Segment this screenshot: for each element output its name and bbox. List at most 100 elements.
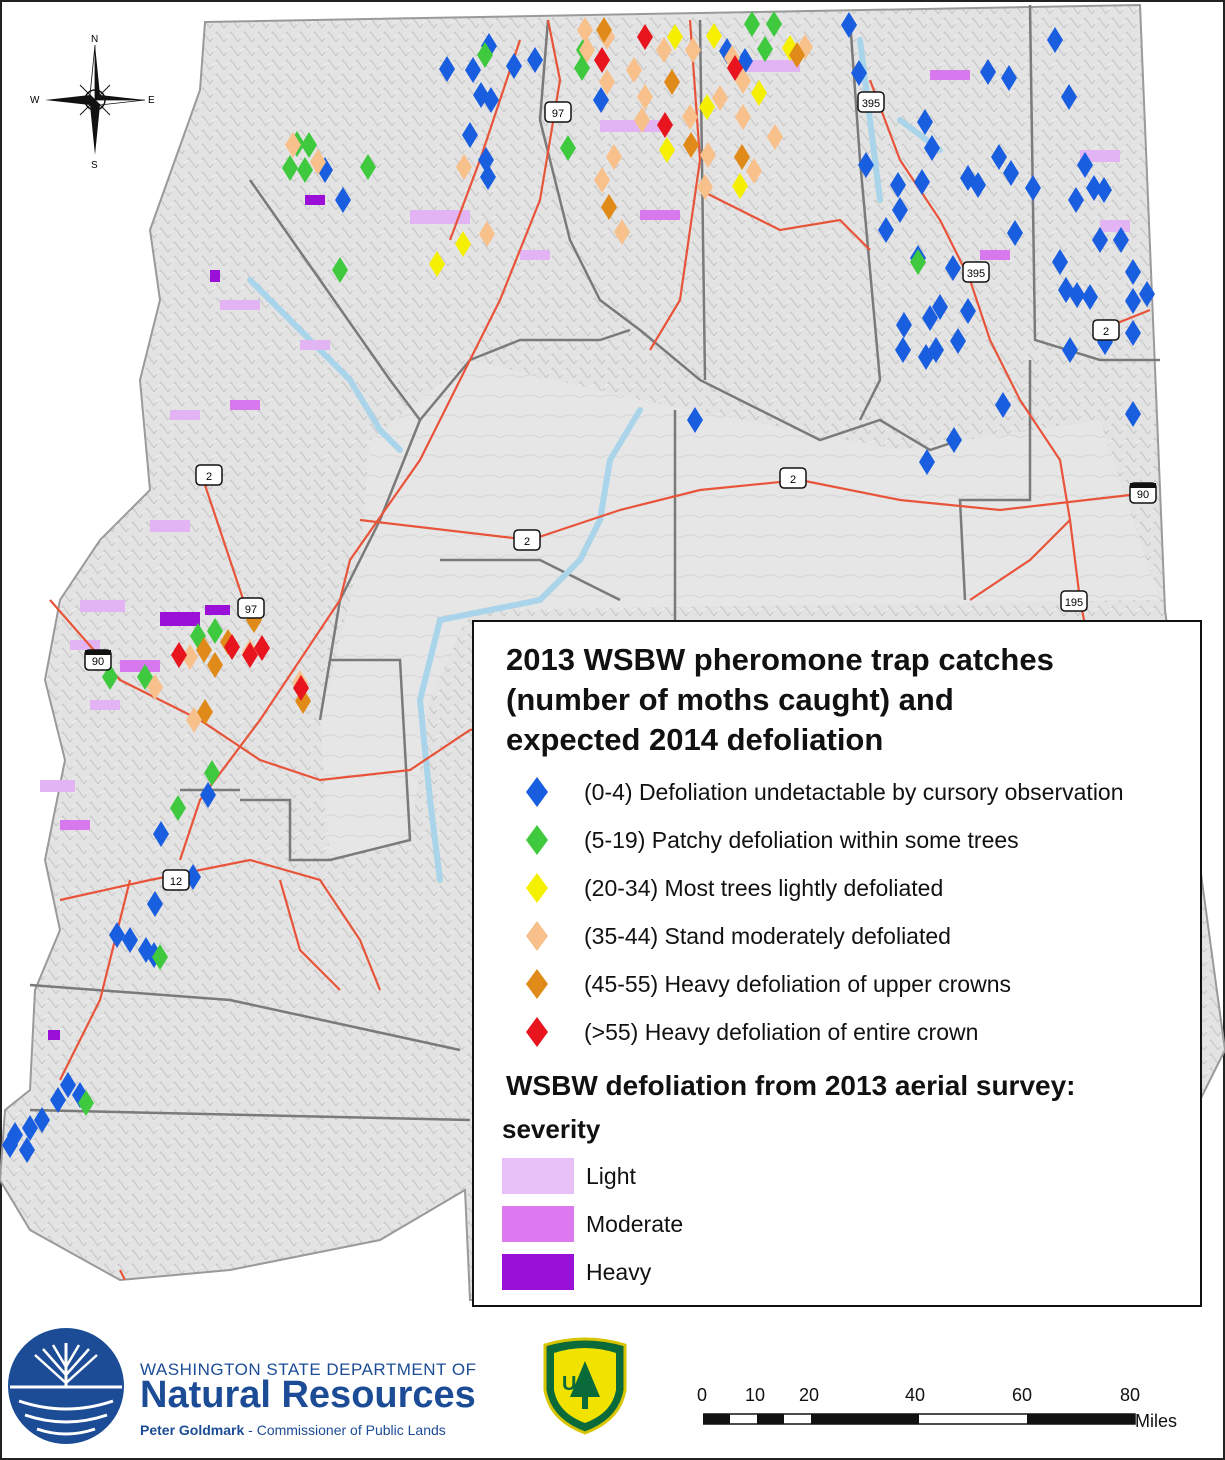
trap-marker bbox=[1077, 152, 1093, 178]
us-route-shield-icon: 12 bbox=[162, 869, 190, 891]
trap-marker bbox=[34, 1107, 50, 1133]
legend-trap-label: (35-44) Stand moderately defoliated bbox=[584, 922, 951, 949]
trap-marker bbox=[917, 109, 933, 135]
trap-marker bbox=[851, 60, 867, 86]
trap-marker bbox=[574, 55, 590, 81]
highway-shield-label: 2 bbox=[206, 471, 212, 483]
us-route-shield-icon: 2 bbox=[1092, 319, 1120, 341]
compass-n-label: N bbox=[91, 34, 98, 45]
orange-diamond-icon bbox=[526, 969, 548, 999]
trap-marker bbox=[1052, 249, 1068, 275]
trap-marker bbox=[970, 172, 986, 198]
severity-swatch bbox=[502, 1158, 574, 1194]
severity-swatch bbox=[502, 1206, 574, 1242]
trap-marker bbox=[712, 85, 728, 111]
us-route-shield-icon: 395 bbox=[962, 261, 990, 283]
scale-tick-label: 40 bbox=[905, 1385, 926, 1405]
trap-marker bbox=[1001, 65, 1017, 91]
commissioner-title: - Commissioner of Public Lands bbox=[244, 1422, 446, 1438]
scale-bar-graphic bbox=[703, 1413, 1136, 1425]
highway-shield-label: 395 bbox=[967, 268, 985, 280]
us-route-shield-icon: 395 bbox=[857, 91, 885, 113]
trap-marker bbox=[285, 132, 301, 158]
trap-marker bbox=[734, 144, 750, 170]
trap-marker bbox=[282, 155, 298, 181]
trap-marker bbox=[478, 147, 494, 173]
trap-marker bbox=[153, 821, 169, 847]
trap-marker bbox=[634, 107, 650, 133]
trap-marker bbox=[122, 927, 138, 953]
trap-marker bbox=[1096, 177, 1112, 203]
trap-marker bbox=[727, 55, 743, 81]
trap-marker bbox=[706, 23, 722, 49]
trap-marker bbox=[599, 69, 615, 95]
legend-title-line: 2013 WSBW pheromone trap catches bbox=[506, 642, 1054, 677]
roads bbox=[49, 19, 1151, 1281]
legend-trap-label: (45-55) Heavy defoliation of upper crown… bbox=[584, 970, 1012, 997]
trap-marker bbox=[1125, 320, 1141, 346]
trap-marker bbox=[182, 644, 198, 670]
legend-trap-label: (0-4) Defoliation undetactable by cursor… bbox=[584, 778, 1124, 805]
legend-trap-class: (>55) Heavy defoliation of entire crown bbox=[526, 1017, 978, 1047]
trap-marker bbox=[890, 172, 906, 198]
trap-marker bbox=[626, 57, 642, 83]
trap-marker bbox=[789, 42, 805, 68]
compass-s-label: S bbox=[91, 160, 98, 170]
trap-marker bbox=[895, 337, 911, 363]
trap-marker bbox=[360, 154, 376, 180]
legend-severity-title: severity bbox=[502, 1114, 601, 1144]
interstate-shield-icon: 90 bbox=[84, 649, 112, 671]
legend-trap-label: (20-34) Most trees lightly defoliated bbox=[584, 874, 944, 901]
trap-marker bbox=[744, 11, 760, 37]
trap-marker bbox=[301, 132, 317, 158]
trap-marker bbox=[767, 124, 783, 150]
trap-marker bbox=[480, 164, 496, 190]
trap-marker bbox=[659, 137, 675, 163]
trap-marker bbox=[477, 42, 493, 68]
trap-marker bbox=[473, 82, 489, 108]
trap-marker bbox=[147, 891, 163, 917]
trap-marker bbox=[991, 144, 1007, 170]
us-route-shield-icon: 97 bbox=[237, 597, 265, 619]
forest-service-badge-icon: US bbox=[543, 1337, 627, 1435]
trap-marker bbox=[700, 142, 716, 168]
scale-tick-label: 60 bbox=[1012, 1385, 1033, 1405]
trap-marker bbox=[429, 251, 445, 277]
trap-marker bbox=[1003, 160, 1019, 186]
highway-shield-label: 97 bbox=[245, 604, 257, 616]
us-route-shield-icon: 2 bbox=[779, 467, 807, 489]
trap-marker bbox=[1007, 220, 1023, 246]
trap-marker bbox=[593, 87, 609, 113]
trap-marker bbox=[560, 135, 576, 161]
legend-trap-class: (45-55) Heavy defoliation of upper crown… bbox=[526, 969, 1011, 999]
scale-tick-label: 20 bbox=[799, 1385, 820, 1405]
trap-marker bbox=[506, 53, 522, 79]
scale-unit-label: Miles bbox=[1135, 1411, 1178, 1431]
green-diamond-icon bbox=[526, 825, 548, 855]
trap-marker bbox=[1086, 175, 1102, 201]
trap-marker bbox=[78, 1090, 94, 1116]
severity-label: Light bbox=[586, 1162, 636, 1189]
dnr-logo-icon bbox=[8, 1328, 124, 1444]
trap-marker bbox=[1025, 175, 1041, 201]
highway-shield-label: 2 bbox=[524, 536, 530, 548]
trap-marker bbox=[455, 231, 471, 257]
trap-marker bbox=[757, 36, 773, 62]
highway-shield-label: 2 bbox=[1103, 326, 1109, 338]
trap-marker bbox=[171, 642, 187, 668]
trap-marker bbox=[928, 337, 944, 363]
trap-marker bbox=[687, 407, 703, 433]
trap-marker bbox=[200, 782, 216, 808]
trap-marker bbox=[1082, 284, 1098, 310]
highway-shield-label: 2 bbox=[790, 474, 796, 486]
trap-marker bbox=[892, 197, 908, 223]
trap-marker bbox=[22, 1115, 38, 1141]
trap-marker bbox=[910, 249, 926, 275]
trap-marker bbox=[527, 47, 543, 73]
trap-marker bbox=[1047, 27, 1063, 53]
trap-marker bbox=[2, 1132, 18, 1158]
trap-marker bbox=[579, 37, 595, 63]
trap-marker bbox=[1092, 227, 1108, 253]
trap-marker bbox=[335, 187, 351, 213]
